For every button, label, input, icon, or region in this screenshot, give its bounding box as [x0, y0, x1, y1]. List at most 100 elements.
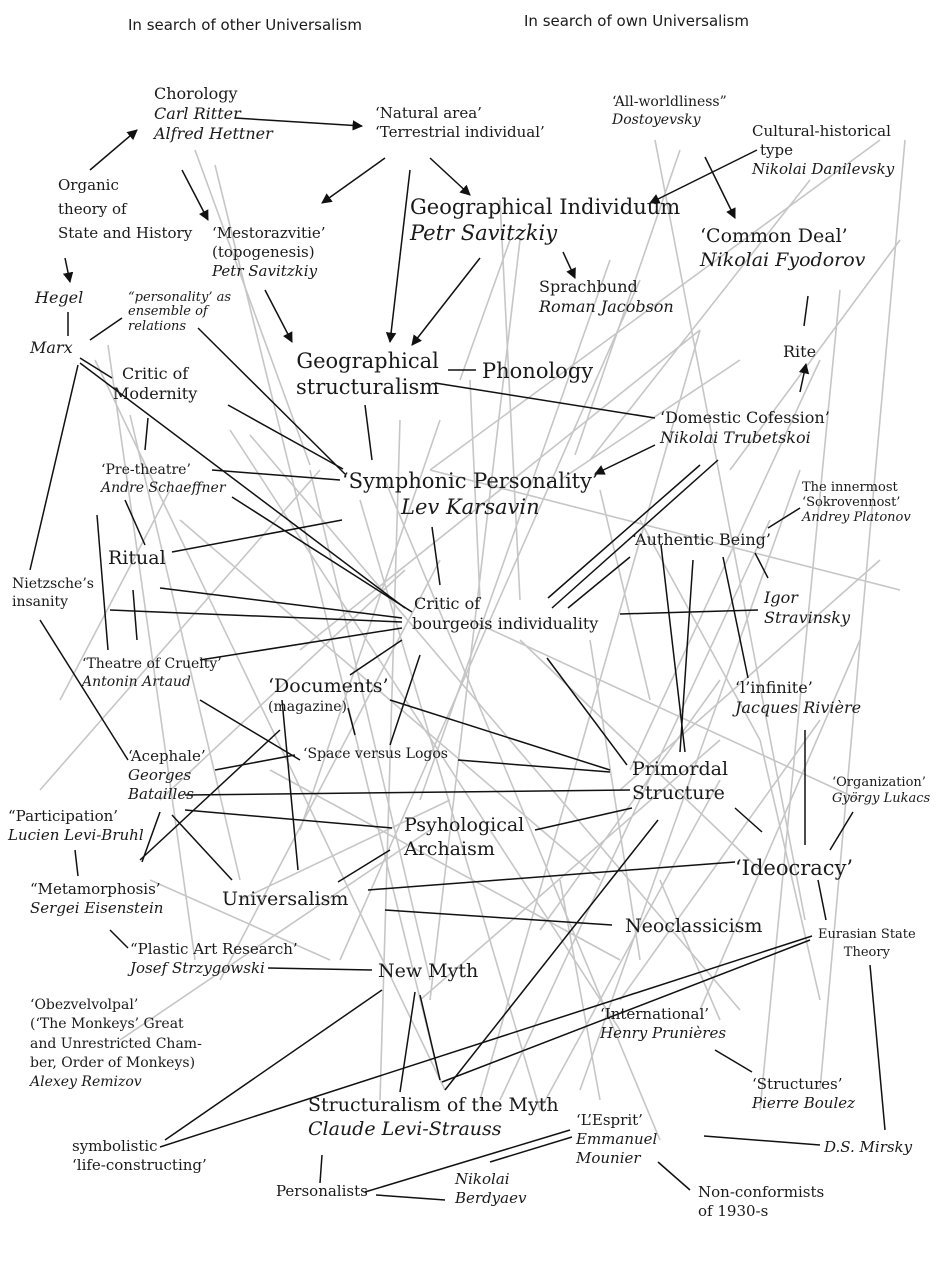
node-plastic-art-research: “Plastic Art Research’Josef Strzygowski — [130, 940, 298, 977]
arrow-natural-mestorazvitie — [321, 157, 386, 204]
weak-link — [429, 239, 521, 1001]
line-marx-nietzsche — [29, 364, 79, 571]
weak-link — [639, 519, 761, 741]
weak-link — [299, 419, 441, 831]
weak-link — [429, 469, 901, 591]
weak-link — [249, 434, 741, 1011]
line-schaeffner-cruelty — [96, 514, 109, 651]
line-newmyth-symbolistic — [164, 989, 383, 1141]
line-authentic-stravinsky — [754, 552, 769, 579]
arrow-danilevsky-individuum — [649, 149, 758, 204]
weak-link — [339, 279, 641, 961]
line-marx-modernity — [79, 357, 113, 379]
line-universalism-neoclassicism — [384, 909, 613, 926]
line-documents-universalism — [281, 699, 299, 871]
weak-link — [574, 149, 681, 456]
arrow-natural-individuum — [429, 157, 471, 196]
line-symbolistic-eurasian — [159, 935, 813, 1148]
node-ritual: Ritual — [108, 547, 166, 569]
node-mestorazvitie: ‘Mestorazvitie’(topogenesis)Petr Savitzk… — [212, 224, 326, 280]
line-newmyth-myth — [399, 991, 416, 1093]
line-newmyth-myth-2 — [419, 994, 441, 1081]
line-mounier-nonconformists — [657, 1161, 691, 1191]
line-ideocracy-eurasian — [817, 879, 827, 921]
weak-link — [309, 469, 431, 981]
line-trubetskoi-bourgeois-2 — [551, 459, 719, 609]
line-nietzsche-bourgeois — [109, 609, 403, 623]
weak-link — [107, 344, 196, 961]
line-documents-space — [347, 707, 356, 736]
arrow-individuum-sprachbund — [562, 251, 576, 279]
line-lukacs-ideocracy — [829, 811, 854, 851]
weak-link — [579, 469, 801, 1091]
line-batailles-universalism — [171, 814, 233, 881]
weak-link — [469, 619, 861, 801]
line-pretheatre-ritual — [124, 499, 146, 546]
arrow-chorology-natural-area — [234, 117, 364, 131]
node-symbolistic-life-constructing: symbolistic‘life-constructing’ — [72, 1137, 207, 1174]
line-primordial-myth — [444, 819, 659, 1091]
weak-link — [459, 239, 511, 381]
line-acephale-space — [214, 754, 296, 771]
line-geo-symphonic — [364, 404, 373, 461]
node-innermost-sokrovennost: The innermost‘Sokrovennost’Andrey Platon… — [802, 480, 911, 525]
line-schaeffner-bourgeois — [231, 496, 413, 613]
node-organization-lukacs: ‘Organization’György Lukacs — [832, 775, 931, 806]
header-own-universalism: In search of own Universalism — [524, 12, 749, 30]
line-authentic-platonov — [767, 507, 801, 529]
strong-connections — [29, 117, 886, 1201]
weak-link — [559, 879, 601, 1101]
weak-link — [379, 419, 401, 1101]
line-bourgeois-primordial — [546, 657, 628, 766]
weak-link — [499, 519, 771, 1101]
line-ritual-bourgeois — [159, 587, 403, 619]
arrow-dostoyevsky-common-deal — [704, 156, 736, 219]
weak-link — [94, 359, 446, 1091]
node-documents-magazine: ‘Documents’(magazine) — [268, 675, 389, 715]
line-structure-ideocracy — [734, 807, 763, 833]
weak-link — [239, 799, 451, 901]
line-fyodorov-rite — [803, 295, 809, 327]
line-artaud-space — [199, 699, 301, 761]
arrow-mestorazvitie-geo-struct — [264, 289, 293, 343]
weak-link — [149, 879, 331, 961]
line-authentic-bourgeois — [567, 556, 631, 609]
weak-connections — [39, 139, 906, 1141]
node-structures-boulez: ‘Structures’Pierre Boulez — [752, 1075, 856, 1112]
weak-link — [619, 559, 881, 791]
weak-link — [269, 769, 621, 961]
line-eisenstein-plastic — [109, 929, 129, 949]
arrow-individuum-geo-struct — [411, 257, 481, 346]
weak-link — [654, 139, 806, 921]
weak-link — [384, 479, 661, 1141]
line-personalists-esprit — [364, 1129, 571, 1193]
arrow-natural-geo-struct — [385, 169, 411, 344]
weak-link — [299, 329, 701, 651]
weak-link — [819, 139, 906, 1091]
line-plastic-newmyth — [267, 967, 373, 971]
line-batailles-archaism — [184, 809, 393, 829]
node-common-deal: ‘Common Deal’Nikolai Fyodorov — [700, 225, 866, 271]
line-batailles-eisenstein — [141, 811, 161, 863]
weak-link — [129, 414, 241, 881]
line-participation-metamorphosis — [74, 849, 79, 877]
weak-link — [469, 379, 481, 601]
node-mirsky: D.S. Mirsky — [824, 1138, 913, 1156]
line-documents-primordial — [389, 699, 611, 771]
node-rite: Rite — [783, 342, 817, 361]
weak-link — [619, 719, 821, 1001]
line-pretheatre-symphonic — [211, 469, 341, 481]
weak-link — [499, 199, 521, 601]
weak-link — [519, 639, 761, 871]
